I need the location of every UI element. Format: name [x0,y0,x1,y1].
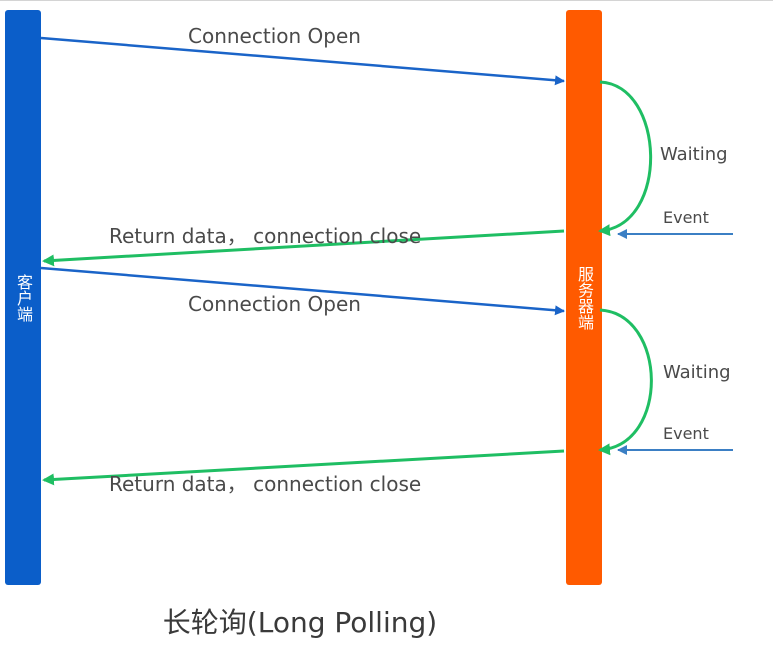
top-border [0,0,773,1]
server-lifeline: 服务器端 [566,10,602,585]
return-label-1: Return data， connection close [109,224,422,248]
client-label: 客户端 [14,273,33,322]
waiting-label-1: Waiting [660,144,728,165]
diagram-caption: 长轮询(Long Polling) [162,606,438,639]
waiting-loop-1 [598,80,653,237]
waiting-loop-2 [598,308,653,456]
connection-open-label-1: Connection Open [188,24,361,48]
waiting-label-2: Waiting [663,362,731,383]
connection-open-arrow-1 [40,36,565,86]
event-label-1: Event [663,208,709,227]
return-arrow-1 [42,229,565,267]
return-label-2: Return data， connection close [109,472,422,496]
client-lifeline: 客户端 [5,10,41,585]
connection-open-arrow-2 [40,266,565,316]
return-arrow-2 [42,449,565,486]
connection-open-label-2: Connection Open [188,292,361,316]
server-label: 服务器端 [575,265,594,330]
event-label-2: Event [663,424,709,443]
